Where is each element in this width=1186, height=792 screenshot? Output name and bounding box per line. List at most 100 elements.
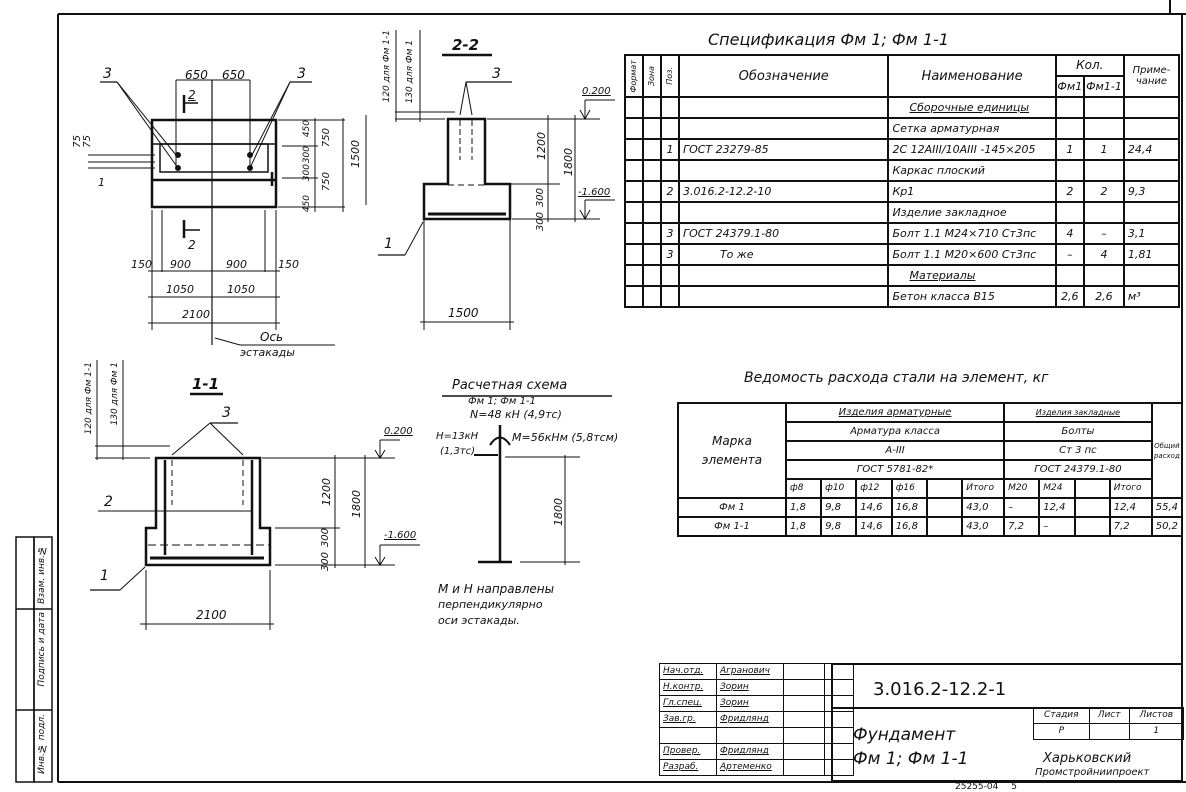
spec-cell-qty-fm1 (1054, 117, 1085, 140)
section-1-1-dim-300a: 300 (320, 528, 331, 548)
spec-cell-name: Болт 1.1 М24×710 Ст3пс (887, 222, 1057, 245)
sheet-stamp-code: 25255-04 (955, 782, 999, 792)
section-1-1-elev-top: 0.200 (384, 426, 413, 437)
section-2-2-note-fm11: 120 для Фм 1-1 (382, 30, 392, 103)
spec-cell-zone (641, 96, 662, 119)
steel-cell-mark: Фм 1-1 (677, 516, 787, 537)
steel-cell-value: 43,0 (961, 516, 1006, 537)
section-2-2-leader-1: 1 (384, 236, 393, 252)
spec-cell-qty-fm11 (1082, 159, 1125, 182)
spec-cell-format (624, 285, 644, 308)
spec-cell-name: Бетон класса B15 (887, 285, 1057, 308)
title-block-signature (783, 759, 825, 776)
plan-dim-150-left: 150 (131, 258, 152, 271)
title-block-title-line2: Фм 1; Фм 1-1 (853, 749, 969, 769)
spec-cell-qty-fm1: – (1054, 243, 1085, 266)
title-block-signature (783, 695, 825, 712)
spec-cell-zone (641, 285, 662, 308)
calc-scheme-h-load-line1: H=13кН (436, 431, 479, 442)
plan-dim-900-left: 900 (170, 258, 191, 271)
spec-cell-zone (641, 264, 662, 287)
steel-cell-value (1073, 497, 1111, 518)
spec-cell-qty-fm1: 2,6 (1054, 285, 1085, 308)
title-block-signature-row: Разраб.Артеменко (659, 759, 854, 776)
spec-cell-name: Кр1 (887, 180, 1057, 203)
title-block-person (716, 727, 784, 744)
plan-dim-1050-right: 1050 (227, 283, 255, 296)
steel-cell-value (926, 497, 964, 518)
spec-cell-name: Болт 1.1 М20×600 Ст3пс (887, 243, 1057, 266)
spec-cell-note (1122, 96, 1181, 119)
steel-header-group1-class: А-III (784, 440, 1006, 461)
calc-scheme-dim-1800: 1800 (552, 498, 565, 526)
section-1-1-elev-bottom: -1.600 (384, 530, 417, 541)
plan-dim-top-right: 650 (222, 68, 245, 82)
title-block-person: Зорин (716, 679, 784, 696)
steel-header-row-4: ГОСТ 5781-82* ГОСТ 24379.1-80 (678, 459, 1182, 480)
spec-cell-designation: ГОСТ 24379.1-80 (677, 222, 890, 245)
section-1-1-title: 1-1 (192, 375, 220, 393)
spec-cell-qty-fm1 (1054, 96, 1085, 119)
spec-cell-designation (677, 96, 890, 119)
spec-cell-designation (677, 117, 890, 140)
steel-table-title: Ведомость расхода стали на элемент, кг (744, 370, 1049, 386)
spec-cell-format (624, 159, 644, 182)
sheet-stamp-page: 5 (1011, 782, 1017, 792)
spec-table-row: Сборочные единицы (624, 96, 1181, 119)
plan-dim-2100: 2100 (182, 308, 210, 321)
section-1-1-leader-3: 3 (222, 405, 231, 421)
steel-cell-mark: Фм 1 (677, 497, 787, 518)
title-block-signature-row (659, 727, 854, 744)
plan-dim-750-bottom: 750 (321, 172, 332, 192)
spec-cell-qty-fm11: 4 (1082, 243, 1125, 266)
calc-scheme-n-load: N=48 кН (4,9тс) (470, 408, 562, 421)
plan-dim-750-top: 750 (321, 128, 332, 148)
section-2-2-elev-top: 0.200 (582, 86, 611, 97)
steel-cell-value (1073, 516, 1111, 537)
spec-cell-note: 1,81 (1122, 243, 1181, 266)
plan-dim-right-450-bottom: 450 (302, 195, 312, 213)
side-stamp-replace-inv: Взам. инв.№ (37, 545, 47, 604)
title-block-signature (783, 663, 825, 680)
section-1-1-drawing (90, 360, 420, 630)
steel-header-total: Общий расход (1150, 402, 1184, 499)
title-block-sheets-value: 1 (1128, 723, 1185, 740)
spec-cell-zone (641, 222, 662, 245)
section-2-2-dim-1500: 1500 (448, 306, 479, 320)
title-block-person: Фридлянд (716, 743, 784, 760)
title-block-person: Зорин (716, 695, 784, 712)
spec-cell-designation (677, 264, 890, 287)
steel-header-group2-gost: ГОСТ 24379.1-80 (1003, 459, 1153, 480)
steel-cell-value: 12,4 (1108, 497, 1153, 518)
spec-header-zone: Зона (641, 54, 662, 98)
calc-scheme-title: Расчетная схема (452, 378, 568, 393)
steel-col-header: ф10 (820, 478, 858, 499)
spec-cell-name: 2С 12АIII/10АIII -145×205 (887, 138, 1057, 161)
spec-header-designation: Обозначение (677, 54, 890, 98)
spec-cell-pos (659, 159, 680, 182)
spec-cell-pos (659, 96, 680, 119)
calc-scheme-note-line1: М и Н направлены (438, 582, 555, 596)
spec-cell-qty-fm1 (1054, 159, 1085, 182)
spec-cell-qty-fm11: 2 (1082, 180, 1125, 203)
section-1-1-dim-2100: 2100 (196, 608, 227, 622)
title-block-role: Зав.гр. (659, 711, 717, 728)
steel-col-header (1073, 478, 1111, 499)
title-block-signature-row: Зав.гр.Фридлянд (659, 711, 854, 728)
calc-scheme-note-line3: оси эстакады. (438, 614, 520, 627)
steel-header-group1: Изделия арматурные (784, 402, 1006, 423)
steel-cell-value: 1,8 (784, 497, 823, 518)
spec-cell-note: 9,3 (1122, 180, 1181, 203)
title-block-signature (783, 711, 825, 728)
spec-cell-pos: 3 (659, 222, 680, 245)
steel-col-header: ф8 (784, 478, 823, 499)
steel-cell-value (926, 516, 964, 537)
title-block-stage-table: Стадия Лист Листов Р 1 (1033, 707, 1185, 740)
spec-cell-pos (659, 201, 680, 224)
plan-dim-left-75b: 75 (82, 135, 93, 148)
steel-cell-value: 9,8 (820, 497, 858, 518)
steel-cell-value: 12,4 (1038, 497, 1076, 518)
steel-col-header: ф16 (890, 478, 929, 499)
